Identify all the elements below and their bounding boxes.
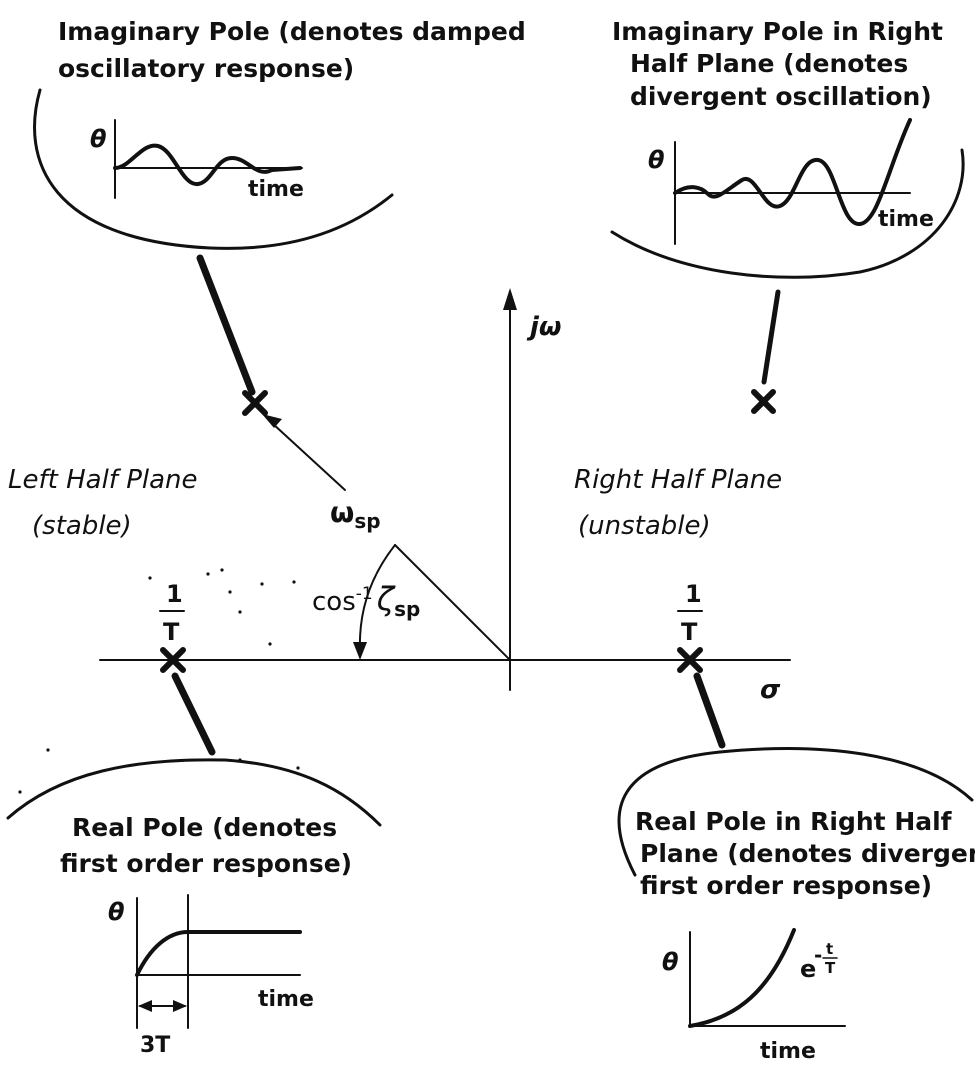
- divergent-first-order-caption-line1: Real Pole in Right Half: [635, 807, 953, 836]
- natural-frequency-vector: [394, 544, 511, 661]
- first-order-response-curve: [135, 930, 302, 977]
- damped-callout-pointer: [196, 254, 256, 396]
- svg-text:T: T: [825, 959, 836, 977]
- divergent-first-order-callout: Real Pole in Right Half Plane (denotes d…: [617, 672, 975, 1064]
- svg-text:T: T: [681, 618, 698, 646]
- divergent-first-order-pointer: [693, 672, 726, 749]
- divergent-osc-callout-pointer: [761, 289, 781, 385]
- pole-marker-real-left: [160, 647, 186, 673]
- svg-text:1: 1: [685, 580, 702, 608]
- omega-sp-label: ωsp: [330, 496, 381, 533]
- s-plane-axes: jω σ: [99, 288, 791, 705]
- left-half-plane-label: Left Half Plane: [8, 465, 198, 495]
- divergent-osc-caption-line2: Half Plane (denotes: [630, 49, 908, 78]
- damped-caption-line2: oscillatory response): [58, 54, 354, 83]
- right-half-plane-unstable: (unstable): [578, 511, 711, 541]
- three-t-label: 3T: [140, 1033, 170, 1058]
- divergent-osc-callout-balloon: [610, 148, 965, 279]
- damping-angle-arrowhead: [353, 642, 367, 660]
- first-order-callout-balloon: [6, 758, 382, 827]
- damped-time-label: time: [248, 177, 304, 202]
- left-half-plane-stable: (stable): [32, 511, 132, 541]
- svg-text:T: T: [163, 618, 180, 646]
- divergent-first-order-balloon: [617, 746, 974, 877]
- three-t-arrow-left: [138, 1000, 152, 1012]
- pole-marker-upper-left: [242, 390, 268, 416]
- one-over-t-right: 1 T: [677, 580, 703, 646]
- divergent-first-order-curve: [688, 928, 796, 1028]
- svg-text:1: 1: [166, 580, 183, 608]
- real-axis-label: σ: [760, 675, 781, 705]
- divergent-osc-caption-line1: Imaginary Pole in Right: [612, 17, 943, 46]
- divergent-first-order-caption-line3: first order response): [640, 871, 932, 900]
- damped-caption-line1: Imaginary Pole (denotes damped: [58, 17, 526, 46]
- divergent-oscillation-callout: Imaginary Pole in Right Half Plane (deno…: [610, 17, 965, 385]
- imaginary-axis-label: jω: [526, 312, 562, 342]
- damping-angle-arc: [358, 544, 396, 651]
- exponential-label: e - t T: [800, 940, 838, 983]
- divergent-osc-theta-label: θ: [648, 146, 665, 174]
- first-order-callout-pointer: [171, 672, 216, 756]
- one-over-t-left: 1 T: [159, 580, 185, 646]
- three-t-arrow-right: [173, 1000, 187, 1012]
- imaginary-axis-arrowhead: [503, 288, 517, 310]
- first-order-theta-label: θ: [108, 898, 125, 926]
- damped-oscillation-callout: Imaginary Pole (denotes damped oscillato…: [33, 17, 526, 396]
- right-half-plane-label: Right Half Plane: [574, 465, 782, 495]
- first-order-caption-line2: first order response): [60, 849, 352, 878]
- damped-callout-balloon: [33, 88, 394, 250]
- divergent-osc-response-curve: [673, 118, 912, 226]
- damped-theta-label: θ: [90, 125, 107, 153]
- divergent-first-order-theta-label: θ: [662, 948, 679, 976]
- svg-text:-: -: [814, 943, 822, 967]
- divergent-osc-time-label: time: [878, 207, 934, 232]
- first-order-caption-line1: Real Pole (denotes: [72, 813, 337, 842]
- first-order-response-callout: Real Pole (denotes first order response)…: [6, 672, 382, 1058]
- svg-text:e: e: [800, 955, 816, 983]
- omega-leader-line: [271, 422, 346, 491]
- pole-marker-upper-right: [751, 389, 776, 414]
- svg-text:t: t: [826, 940, 833, 958]
- first-order-time-label: time: [258, 987, 314, 1012]
- damped-response-curve: [113, 143, 302, 186]
- pole-marker-real-right: [677, 647, 703, 673]
- omega-leader-arrowhead: [262, 414, 282, 428]
- divergent-first-order-time-label: time: [760, 1039, 816, 1064]
- divergent-first-order-caption-line2: Plane (denotes divergent: [640, 839, 975, 868]
- decorative-dots: [18, 568, 300, 794]
- divergent-osc-caption-line3: divergent oscillation): [630, 82, 932, 111]
